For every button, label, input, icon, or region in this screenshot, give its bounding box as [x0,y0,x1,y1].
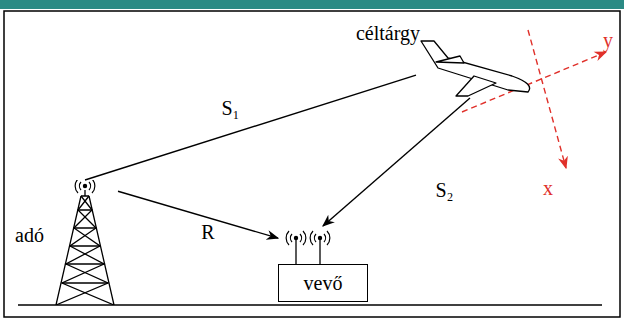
signal-path [323,98,470,226]
path-label: S₁ [219,97,241,119]
node-label: céltárgy [356,22,420,44]
title-band [0,0,624,9]
receiver-box: vevő [278,226,368,302]
signal-path [118,191,278,238]
receiver-box-outline: vevő [278,264,368,302]
transmitter-tower: adó [52,180,118,305]
axis-label: x [543,177,553,199]
node-label: adó [15,224,44,246]
target-airplane: céltárgy [416,38,536,98]
path-label: R [199,221,216,243]
tower-illustration [52,180,118,305]
ground-line [18,304,602,306]
signal-path [85,75,416,180]
node-label: vevő [304,272,343,294]
x-axis [528,30,566,168]
frame [4,11,620,317]
axis-label: y [603,29,613,51]
airplane-illustration [416,38,536,98]
path-label: S₂ [433,179,455,201]
